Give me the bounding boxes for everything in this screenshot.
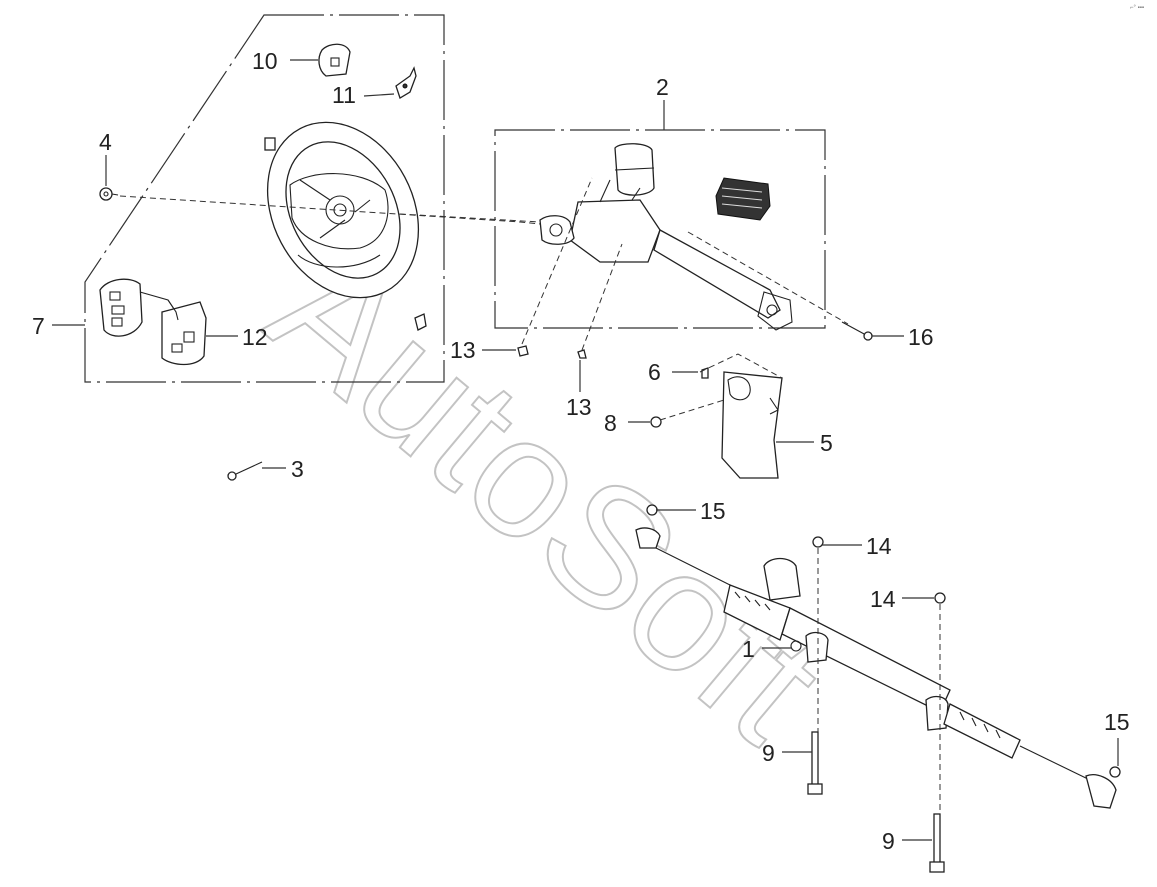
callout-15-b: 15 [1104,709,1130,735]
steering-wheel-frame [84,14,445,383]
callout-10: 10 [252,48,278,74]
nut-part-14-a[interactable] [812,536,824,548]
small-clip-part [414,313,427,331]
callout-14-a: 14 [866,533,892,559]
clip-part-13-b[interactable] [577,349,587,359]
callout-13-a: 13 [450,337,476,363]
callout-9-a: 9 [762,740,775,766]
callout-2: 2 [656,74,669,100]
callout-14-b: 14 [870,586,896,612]
reference-lines [119,177,941,814]
callout-15-a: 15 [700,498,726,524]
steering-column[interactable] [539,143,793,331]
control-module[interactable] [715,177,771,221]
bolt-part-16[interactable] [841,321,873,341]
steering-gear-rack[interactable] [635,527,1117,809]
mounting-bolt-part-9-a[interactable] [807,731,823,795]
nut-part-15-a[interactable] [646,504,658,516]
nut-part-8[interactable] [650,416,662,428]
callout-3: 3 [291,456,304,482]
callout-9-b: 9 [882,828,895,854]
cover-boot-part-5[interactable] [659,353,783,479]
callout-labels: 2 10 11 4 7 12 13 13 6 8 5 3 15 14 14 1 … [32,48,1130,854]
cover-part-10[interactable] [318,43,351,77]
remote-switch-right-part-12[interactable] [161,299,207,366]
callout-7: 7 [32,313,45,339]
callout-4: 4 [99,129,112,155]
callout-8: 8 [604,410,617,436]
callout-11: 11 [332,82,356,108]
callout-5: 5 [820,430,833,456]
nut-part-15-b[interactable] [1109,766,1121,778]
callout-12: 12 [242,324,268,350]
nut-part-14-b[interactable] [934,592,946,604]
corner-mark: ⌐° ▪▪▪ [1130,5,1144,11]
bolt-part-3[interactable] [227,461,263,481]
callout-6: 6 [648,359,661,385]
washer-bolt-part-4[interactable] [99,187,119,201]
bracket-part-11[interactable] [395,66,417,99]
small-clip-icon [264,137,276,151]
callout-1: 1 [742,636,755,662]
steering-column-frame [494,129,826,329]
remote-switch-left[interactable] [99,278,177,337]
callout-13-b: 13 [566,394,592,420]
callout-leaders [52,59,1119,841]
mounting-bolt-part-9-b[interactable] [929,813,945,873]
callout-16: 16 [908,324,934,350]
clip-part-13-a[interactable] [517,345,529,357]
